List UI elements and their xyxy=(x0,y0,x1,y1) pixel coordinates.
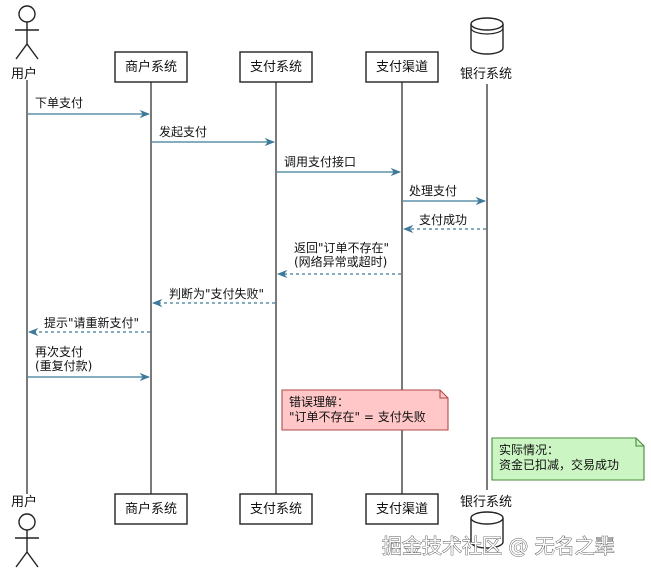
note-fold-2 xyxy=(635,438,644,447)
note-2-line-2: 资金已扣减，交易成功 xyxy=(499,457,619,472)
watermark-text: 掘金技术社区 @ 无名之辈 xyxy=(382,534,615,558)
participant-box-merchant-top xyxy=(114,51,188,83)
participant-label-bank-bottom: 银行系统 xyxy=(460,495,512,510)
note-1-line-2: "订单不存在" = 支付失败 xyxy=(289,409,426,424)
actor-icon-top xyxy=(15,5,39,60)
database-icon-top xyxy=(470,17,504,55)
participant-label-merchant-top: 商户系统 xyxy=(125,59,177,75)
note-box-2 xyxy=(491,437,645,481)
message-label-5: 支付成功 xyxy=(419,213,467,227)
participant-label-channel-top: 支付渠道 xyxy=(376,60,428,75)
note-1-line-1: 错误理解： xyxy=(289,395,349,409)
participant-box-channel-top xyxy=(365,51,439,83)
note-box-1 xyxy=(281,389,449,431)
actor-icon-bottom xyxy=(15,513,39,568)
message-label-7: 判断为"支付失败" xyxy=(169,286,264,301)
participant-box-channel-bottom xyxy=(365,493,439,525)
participant-box-payment-bottom xyxy=(239,493,313,525)
participant-box-payment-top xyxy=(239,51,313,83)
message-label-9-line-2: (重复付款) xyxy=(35,359,92,373)
participant-label-merchant-bottom: 商户系统 xyxy=(125,501,177,517)
message-label-9-line-1: 再次支付 xyxy=(35,345,83,359)
participant-label-channel-bottom: 支付渠道 xyxy=(376,502,428,517)
message-label-4: 处理支付 xyxy=(409,184,457,198)
message-label-3: 调用支付接口 xyxy=(284,154,356,169)
participant-label-payment-bottom: 支付系统 xyxy=(250,502,302,517)
message-label-1: 下单支付 xyxy=(35,96,83,110)
note-2-line-1: 实际情况： xyxy=(499,442,559,457)
participant-label-payment-top: 支付系统 xyxy=(250,60,302,75)
message-label-2: 发起支付 xyxy=(159,124,207,139)
database-icon-bottom xyxy=(470,511,504,549)
message-label-8: 提示"请重新支付" xyxy=(44,315,139,330)
message-label-6-line-1: 返回"订单不存在" xyxy=(294,241,389,255)
note-fold-1 xyxy=(439,390,448,399)
participant-label-bank-top: 银行系统 xyxy=(460,67,512,82)
participant-label-user-top: 用户 xyxy=(11,66,37,82)
participant-box-merchant-bottom xyxy=(114,493,188,525)
message-label-6-line-2: (网络异常或超时) xyxy=(294,254,387,269)
participant-label-user-bottom: 用户 xyxy=(11,494,37,510)
